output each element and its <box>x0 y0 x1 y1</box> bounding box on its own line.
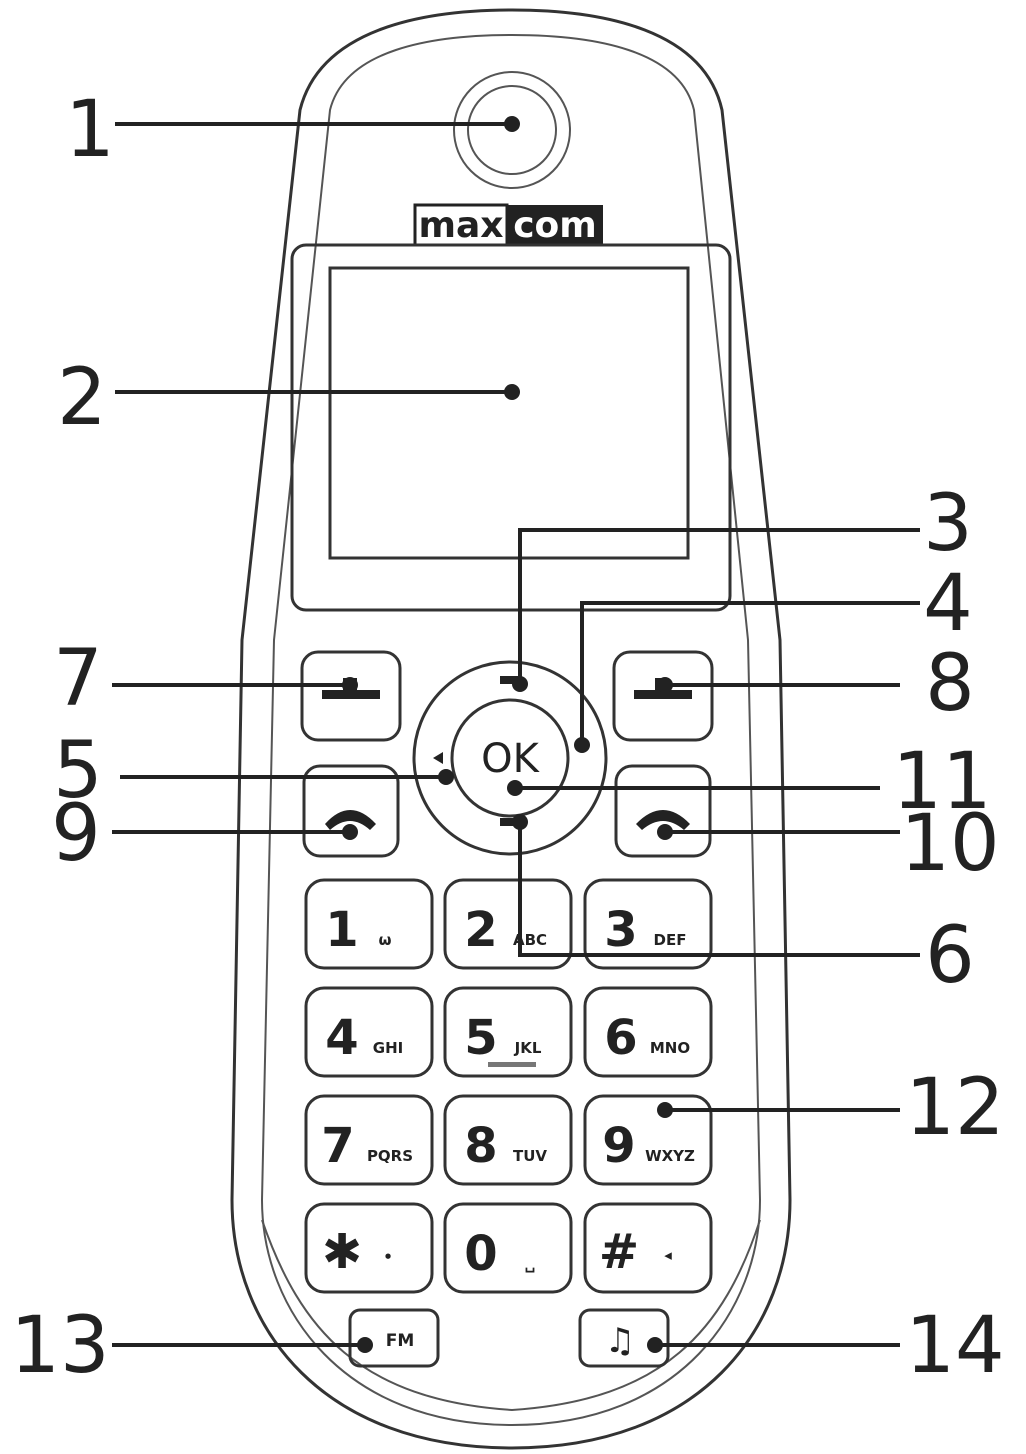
svg-text:5: 5 <box>464 1010 497 1066</box>
svg-text:0: 0 <box>464 1226 497 1282</box>
fm-key[interactable]: FM <box>348 1308 440 1368</box>
end-call-key[interactable] <box>614 764 712 858</box>
key-7[interactable]: 7 PQRS <box>304 1094 434 1186</box>
key-8[interactable]: 8 TUV <box>443 1094 573 1186</box>
earpiece <box>453 71 571 189</box>
svg-text:#: # <box>599 1224 639 1280</box>
navigation-ring[interactable]: OK <box>412 660 608 856</box>
svg-text:WXYZ: WXYZ <box>645 1147 695 1165</box>
key-9[interactable]: 9 WXYZ <box>583 1094 713 1186</box>
callout-13: 13 <box>10 1301 109 1391</box>
svg-text:6: 6 <box>604 1010 637 1066</box>
nav-left-arrow-icon <box>433 752 443 764</box>
callout-3: 3 <box>923 479 973 569</box>
end-call-icon <box>636 810 690 830</box>
svg-text:ω: ω <box>378 931 391 949</box>
leader-7-dot <box>342 677 358 693</box>
svg-text:7: 7 <box>321 1118 354 1174</box>
leader-8-dot <box>657 677 673 693</box>
svg-text:PQRS: PQRS <box>367 1147 413 1165</box>
callout-11: 11 <box>892 737 991 827</box>
leader-4 <box>580 601 920 745</box>
svg-text:␣: ␣ <box>525 1255 536 1273</box>
leader-10-dot <box>657 824 673 840</box>
callout-8: 8 <box>925 639 975 729</box>
svg-text:4: 4 <box>325 1010 358 1066</box>
svg-text:9: 9 <box>602 1118 635 1174</box>
callout-10: 10 <box>900 799 999 889</box>
svg-text:MNO: MNO <box>650 1039 690 1057</box>
svg-text:3: 3 <box>604 902 637 958</box>
callout-14: 14 <box>905 1301 1004 1391</box>
nav-up-mark <box>500 676 518 684</box>
key-5[interactable]: 5 JKL <box>443 986 573 1078</box>
leader-3 <box>518 528 920 684</box>
key-2[interactable]: 2 ABC <box>443 878 573 970</box>
leader-2-dot <box>504 384 520 400</box>
callout-6: 6 <box>925 911 975 1001</box>
svg-text:TUV: TUV <box>513 1147 547 1165</box>
svg-text:2: 2 <box>464 902 497 958</box>
call-icon <box>325 810 376 830</box>
leader-12-dot <box>657 1102 673 1118</box>
music-note-icon: ♫ <box>605 1321 635 1361</box>
callout-numbers: 1 2 3 4 5 6 7 8 9 10 11 12 13 14 <box>10 85 1004 1391</box>
callout-12: 12 <box>905 1063 1004 1153</box>
left-soft-key[interactable] <box>300 650 402 742</box>
svg-text:GHI: GHI <box>373 1039 403 1057</box>
leader-9-dot <box>342 824 358 840</box>
nav-down-mark <box>500 818 518 826</box>
leader-14-dot <box>647 1337 663 1353</box>
key-6[interactable]: 6 MNO <box>583 986 713 1078</box>
leader-6 <box>518 822 920 957</box>
ok-button-label: OK <box>481 736 540 782</box>
callout-4: 4 <box>923 559 973 649</box>
key-0[interactable]: 0 ␣ <box>443 1202 573 1294</box>
callout-2: 2 <box>57 353 107 443</box>
right-soft-key[interactable] <box>612 650 714 742</box>
keypad: 1 ω 2 ABC 3 DEF 4 GHI 5 JKL 6 MNO <box>304 878 713 1294</box>
brand-logo: max com <box>413 203 603 247</box>
music-key[interactable]: ♫ <box>578 1308 670 1368</box>
callout-1: 1 <box>65 85 115 175</box>
svg-text:DEF: DEF <box>654 931 687 949</box>
svg-text:JKL: JKL <box>514 1039 542 1057</box>
leader-1-dot <box>504 116 520 132</box>
call-key[interactable] <box>302 764 400 858</box>
key-3[interactable]: 3 DEF <box>583 878 713 970</box>
leader-6-dot <box>512 814 528 830</box>
svg-text:•: • <box>383 1248 393 1266</box>
leader-lines <box>112 116 920 1353</box>
leader-4-dot <box>574 737 590 753</box>
svg-text:✱: ✱ <box>322 1224 362 1280</box>
logo-text-left: max <box>418 205 503 246</box>
leader-5-dot <box>438 769 454 785</box>
svg-text:◂: ◂ <box>664 1246 672 1264</box>
leader-11-dot <box>507 780 523 796</box>
key-1[interactable]: 1 ω <box>304 878 434 970</box>
callout-5: 5 <box>53 726 103 816</box>
svg-text:8: 8 <box>464 1118 497 1174</box>
display-screen <box>290 243 732 612</box>
key-hash[interactable]: # ◂ <box>583 1202 713 1294</box>
callout-9: 9 <box>51 789 101 879</box>
leader-3-dot <box>512 676 528 692</box>
key-star[interactable]: ✱ • <box>304 1202 434 1294</box>
key-4[interactable]: 4 GHI <box>304 986 434 1078</box>
handset-body <box>230 8 792 1450</box>
leader-13-dot <box>357 1337 373 1353</box>
svg-text:1: 1 <box>325 902 358 958</box>
fm-key-label: FM <box>386 1331 415 1351</box>
key-5-tactile-mark <box>488 1062 536 1067</box>
callout-7: 7 <box>53 634 103 724</box>
logo-text-right: com <box>513 205 597 246</box>
